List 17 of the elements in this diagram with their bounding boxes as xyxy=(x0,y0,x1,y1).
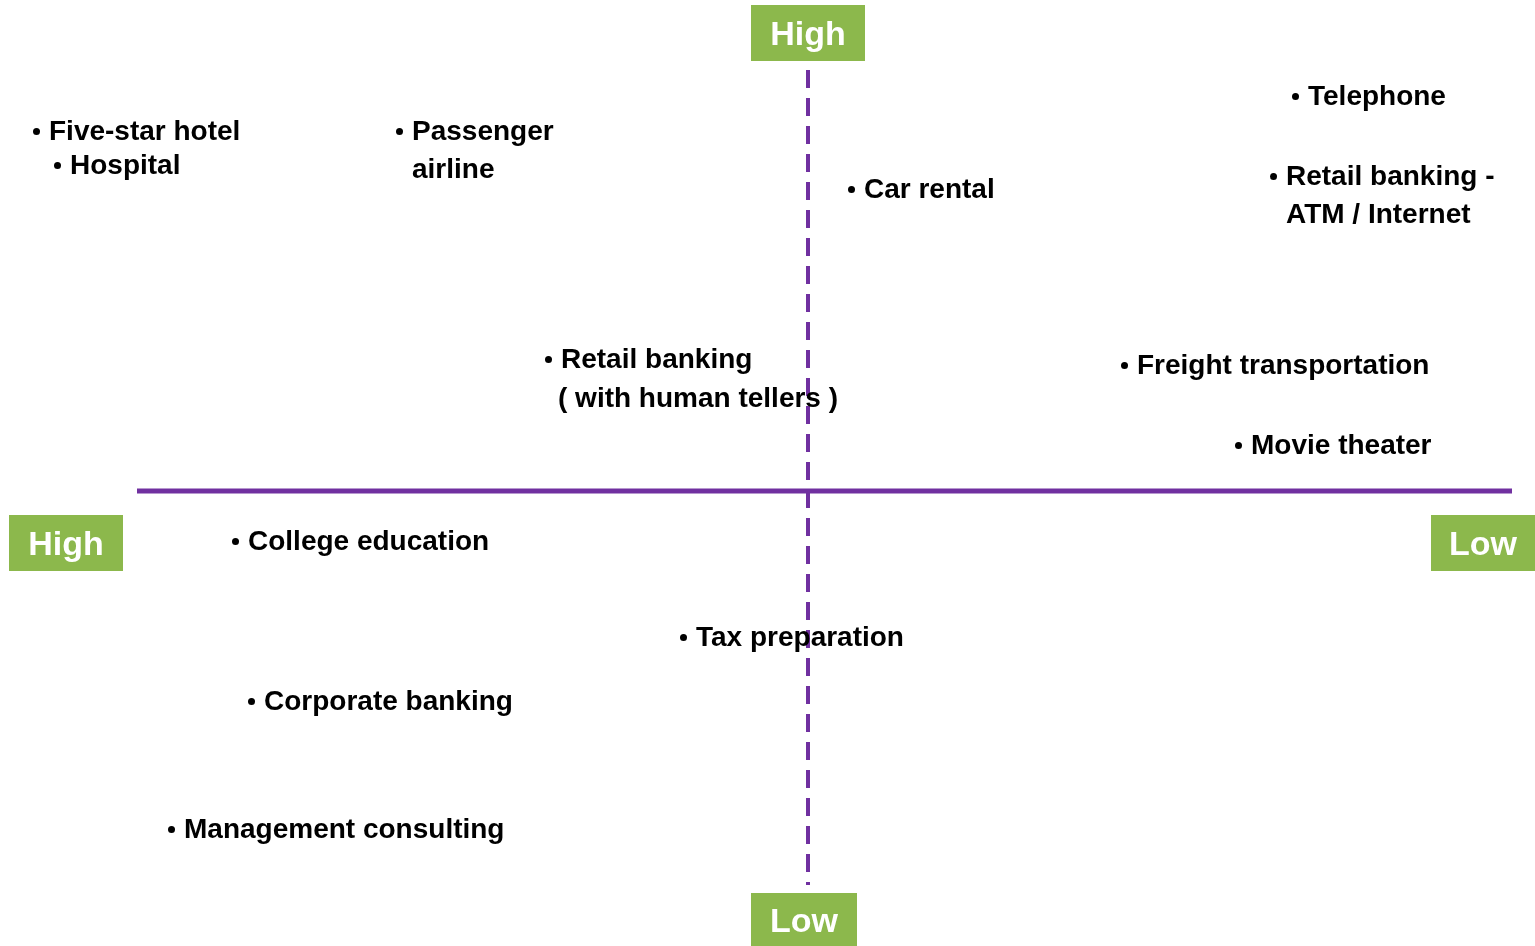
quadrant-item-text: Movie theater xyxy=(1251,428,1432,462)
axis-label-box: Low xyxy=(751,893,857,946)
quadrant-item-text: Passenger airline xyxy=(412,114,555,186)
axis-label-box: High xyxy=(9,515,123,571)
quadrant-item-text: ( with human tellers ) xyxy=(558,381,839,415)
quadrant-item-text: Management consulting xyxy=(184,812,505,846)
quadrant-item-text: Freight transportation xyxy=(1137,348,1430,382)
quadrant-item-text: Five-star hotel xyxy=(49,114,241,148)
quadrant-item-text: Telephone xyxy=(1308,79,1446,113)
quadrant-item-text: Retail banking - ATM / Internet xyxy=(1286,159,1496,231)
axis-label-box: High xyxy=(751,5,865,61)
quadrant-item-text: Retail banking xyxy=(561,342,753,376)
axis-label-box: Low xyxy=(1431,515,1535,571)
quadrant-item-text: Hospital xyxy=(70,148,181,182)
quadrant-item-text: College education xyxy=(248,524,490,558)
quadrant-item-text: Corporate banking xyxy=(264,684,513,718)
quadrant-item-text: Car rental xyxy=(864,172,995,206)
